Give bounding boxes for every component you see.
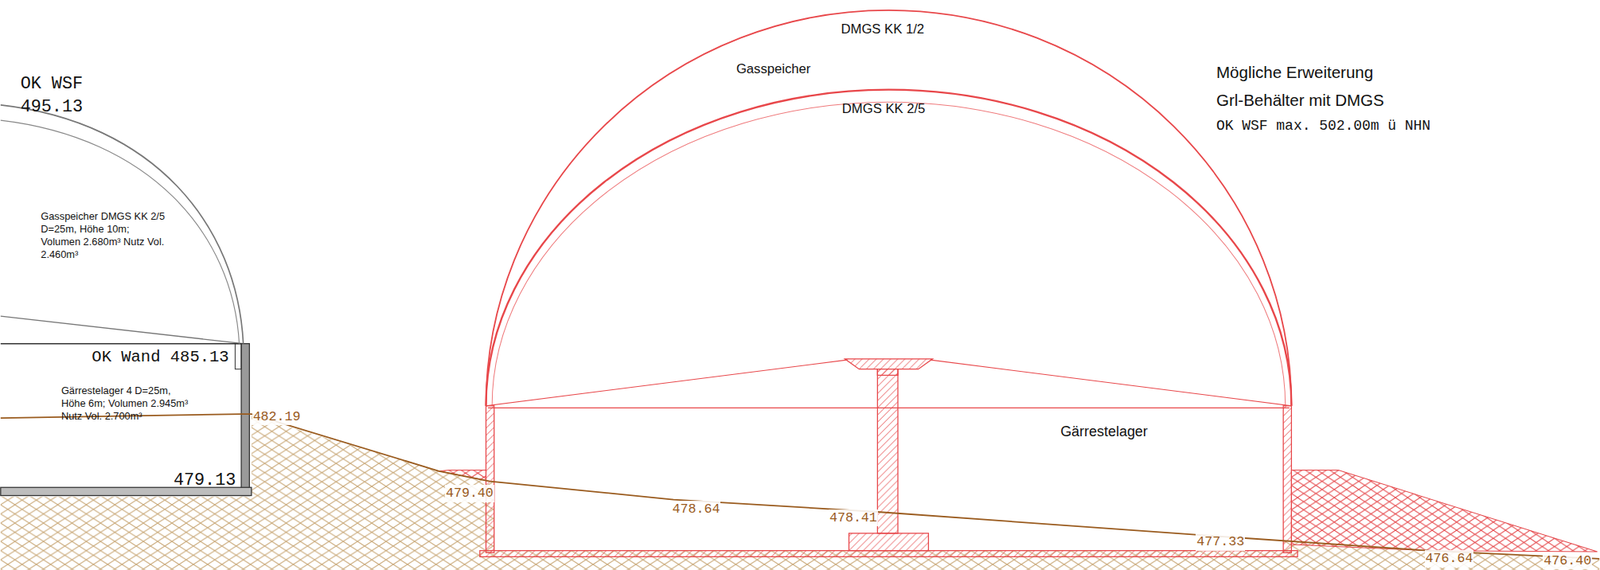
terrain-level: 478.64 xyxy=(671,500,721,519)
dome-inner-red xyxy=(485,89,1292,406)
tank-wall-right xyxy=(1283,405,1292,553)
roof-line xyxy=(0,316,244,344)
embankment-right xyxy=(1291,469,1597,551)
dome-membrane xyxy=(491,101,1286,406)
terrain-level: 476.64 xyxy=(1424,550,1475,568)
dome-outer xyxy=(0,105,244,344)
tank-floor-red xyxy=(480,550,1298,558)
note-text: Grl-Behälter mit DMGS xyxy=(1216,89,1385,112)
tank-lip xyxy=(234,343,242,370)
terrain-level: 478.41 xyxy=(828,509,879,527)
terrain-level: 477.33 xyxy=(1195,533,1245,551)
roof-line-right xyxy=(930,359,1292,406)
node-title: Gasspeicher DMGS KK 2/5 D=25m, Höhe 10m;… xyxy=(40,210,172,262)
column-footing xyxy=(848,533,929,551)
gas-storage-dome: Gasspeicher DMGS KK 2/5 D=25m, Höhe 10m;… xyxy=(0,107,243,344)
tank-wall xyxy=(241,343,250,496)
center-column xyxy=(877,369,898,534)
digestate-tank: Gärrestelager xyxy=(493,408,1284,551)
dome-inner xyxy=(0,120,240,344)
elevation-label: OK WSF 495.13 xyxy=(20,73,94,119)
tank-wall-left xyxy=(485,405,494,553)
gas-storage-dome: DMGS KK 1/2GasspeicherDMGS KK 2/5 xyxy=(485,10,1292,406)
elevation-label: OK Wand 485.13 xyxy=(91,347,229,369)
node-title: Gärrestelager 4 D=25m, Höhe 6m; Volumen … xyxy=(61,384,192,423)
roof-line-left xyxy=(485,359,847,406)
node-text: Gasspeicher xyxy=(736,61,812,79)
elevation-label: 479.13 xyxy=(173,469,236,492)
node-title: DMGS KK 1/2 xyxy=(841,21,925,39)
node-text: DMGS KK 2/5 xyxy=(842,101,926,118)
node-title: Gärrestelager xyxy=(1060,422,1148,441)
terrain-level: 479.40 xyxy=(444,484,495,503)
note-text: Mögliche Erweiterung xyxy=(1216,62,1374,84)
tank-top-line xyxy=(0,343,242,345)
note-text: OK WSF max. 502.00m ü NHN xyxy=(1216,117,1431,136)
terrain-level: 476.40 xyxy=(1542,552,1593,570)
terrain-level: 482.19 xyxy=(252,408,302,426)
dome-outer-red xyxy=(485,10,1292,406)
terrain-line xyxy=(0,413,1600,559)
